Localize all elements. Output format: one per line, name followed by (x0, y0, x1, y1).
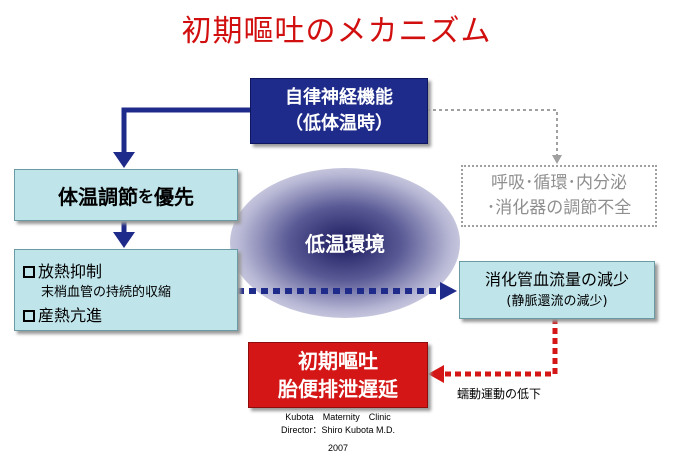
flow-line1: 消化管血流量の減少 (484, 270, 629, 289)
autonomic-to-respiration-arrowhead (552, 155, 562, 164)
autonomic-line1: 自律神経機能 (285, 87, 393, 108)
autonomic-function-box: 自律神経機能 （低体温時） (250, 78, 428, 144)
flow-to-vomiting-arrow (443, 318, 558, 377)
heat-regulation-box: 放熱抑制 末梢血管の持続的収縮 産熱亢進 (14, 249, 238, 331)
thermoregulation-box: 体温調節 を 優先 (14, 169, 238, 221)
thermo-part1: 体温調節 (57, 184, 138, 209)
diagram-title: 初期嘔吐のメカニズム (181, 14, 492, 49)
heat-to-flow-arrowhead (440, 282, 457, 300)
credit-year: 2007 (327, 443, 349, 453)
credit-line1: Kubota Maternity Clinic (285, 412, 391, 422)
thermo-to-heat-arrowhead (113, 232, 135, 248)
blood-flow-box: 消化管血流量の減少 (静脈還流の減少) (459, 261, 655, 319)
autonomic-to-respiration-arrow (427, 109, 558, 155)
peristalsis-label: 蠕動運動の低下 (457, 387, 542, 401)
heat-item2: 産熱亢進 (38, 306, 103, 325)
heat-item1-sub: 末梢血管の持続的収縮 (41, 285, 172, 300)
vomiting-line1: 初期嘔吐 (298, 349, 378, 373)
thermo-part2: 優先 (154, 184, 194, 209)
thermo-connector: を (137, 187, 154, 206)
autonomic-to-thermo-arrowhead (113, 152, 135, 168)
credit-block: Kubota Maternity Clinic Director：Shiro K… (250, 411, 426, 455)
vomiting-line2: 胎便排泄遅延 (278, 377, 398, 401)
dysregulation-box: 呼吸･循環･内分泌 ･消化器の調節不全 (461, 165, 657, 227)
respiration-line2: ･消化器の調節不全 (486, 198, 632, 218)
autonomic-line2: （低体温時） (285, 113, 393, 134)
heat-item1: 放熱抑制 (38, 262, 103, 281)
credit-line2: Director：Shiro Kubota M.D. (280, 425, 396, 435)
respiration-line1: 呼吸･循環･内分泌 (491, 173, 627, 193)
autonomic-to-thermo-arrow (121, 107, 250, 154)
heat-item2-row: 産熱亢進 (23, 302, 102, 326)
checkbox-icon (23, 266, 35, 278)
heat-item1-row: 放熱抑制 (23, 258, 102, 282)
vomiting-box: 初期嘔吐 胎便排泄遅延 (248, 342, 428, 408)
flow-to-vomiting-arrowhead (428, 365, 444, 383)
checkbox-icon (23, 310, 35, 322)
environment-label: 低温環境 (305, 232, 385, 256)
flow-line2: (静脈還流の減少) (506, 294, 608, 309)
